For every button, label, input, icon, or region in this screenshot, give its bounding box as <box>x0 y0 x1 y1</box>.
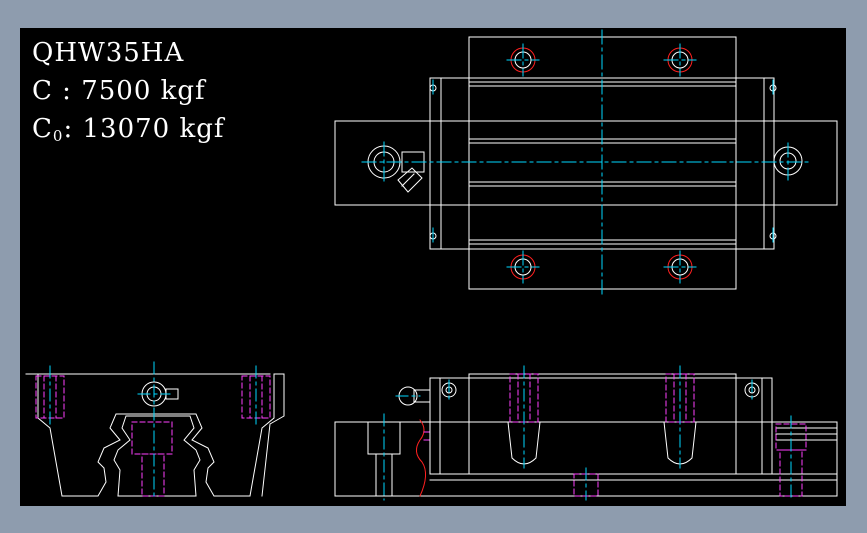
grease-nipple-icon <box>367 145 425 193</box>
drawing-canvas <box>20 28 846 506</box>
side-view-hidden <box>423 373 807 497</box>
dynamic-load-separator: : <box>52 76 82 106</box>
end-view <box>25 373 285 497</box>
rail-outline <box>334 120 838 206</box>
static-load-value: 13070 kgf <box>82 114 225 144</box>
block-side <box>429 377 773 475</box>
static-load-separator: : <box>63 114 83 144</box>
dynamic-load-value: 7500 kgf <box>81 76 206 106</box>
end-view-centerlines <box>49 361 257 501</box>
side-view-centerlines <box>383 365 792 501</box>
rail-profile <box>113 415 201 497</box>
dynamic-load-label: C <box>32 76 53 106</box>
end-view-hidden <box>35 375 271 497</box>
static-load-rating: C0: 13070 kgf <box>32 110 224 155</box>
block-profile <box>25 373 285 497</box>
specification-block: QHW35HA C : 7500 kgf C0: 13070 kgf <box>32 34 224 155</box>
top-view-centerlines <box>361 29 811 297</box>
static-load-subscript: 0 <box>52 127 64 145</box>
side-view-break <box>416 419 426 497</box>
static-load-label: C <box>32 114 53 144</box>
top-view <box>334 36 838 290</box>
model-number: QHW35HA <box>32 38 185 68</box>
dynamic-load-rating: C : 7500 kgf <box>32 72 224 110</box>
